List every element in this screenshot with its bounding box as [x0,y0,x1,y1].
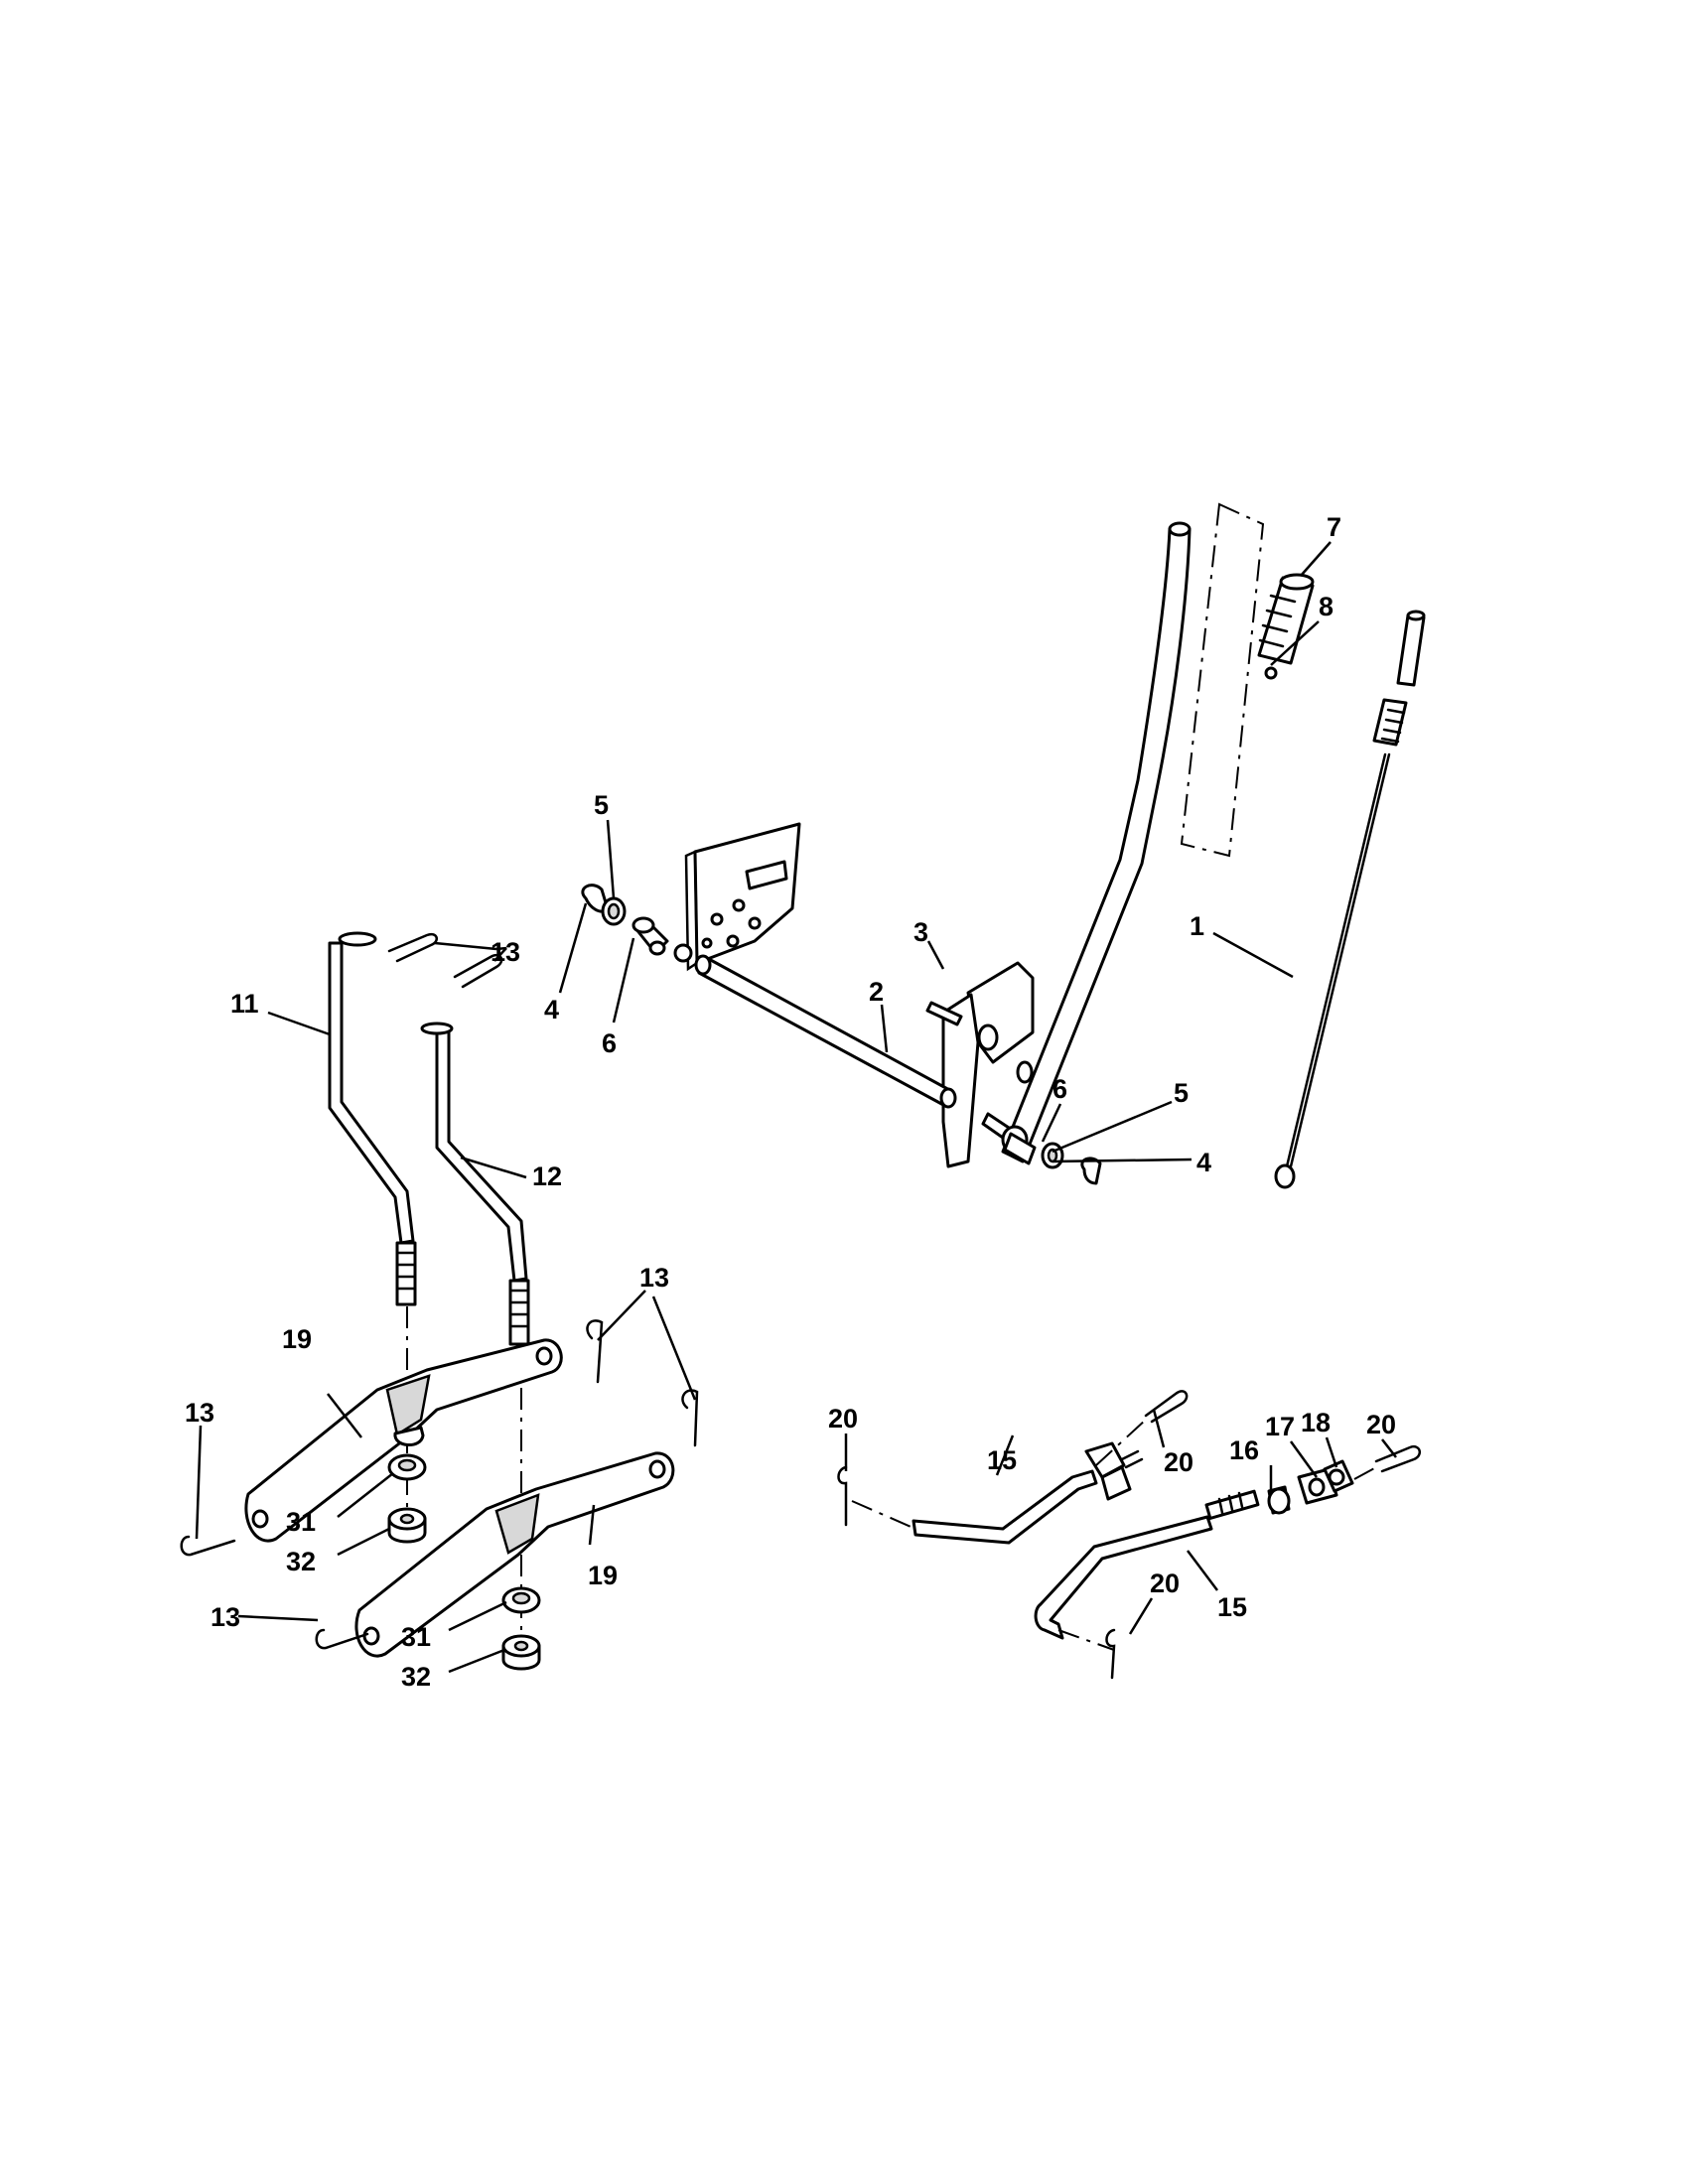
washer-nut-left [387,1453,427,1544]
mounting-plate [684,822,801,972]
lift-rod [1274,610,1426,1189]
callout-5-right: 5 [1174,1078,1189,1108]
callout-8: 8 [1319,592,1333,621]
callout-13-mid: 13 [639,1263,669,1293]
grip-outline [1180,502,1265,858]
callout-labels: 1 2 3 4 4 5 5 6 6 7 8 11 12 13 13 13 13 … [185,512,1396,1692]
alignment-line-clip [1095,1419,1147,1466]
lift-link-right [420,1022,530,1346]
callout-31-lower: 31 [401,1622,431,1652]
alignment-line-ferrule [1353,1466,1377,1480]
lift-shaft [673,943,957,1109]
callout-4-right: 4 [1196,1148,1211,1177]
handle-grip [1257,573,1315,680]
callout-11: 11 [230,989,259,1019]
callout-15-upper: 15 [987,1445,1017,1475]
callout-20-lower: 20 [1150,1569,1180,1598]
callout-12: 12 [532,1161,562,1191]
callout-20-mid: 20 [1164,1447,1193,1477]
callout-5-left: 5 [594,790,609,820]
hairpin-clips-13 [180,932,699,1650]
alignment-line-rod-upper [851,1500,916,1530]
callout-3: 3 [913,917,928,947]
callout-2: 2 [869,977,884,1007]
hairpin-clips-20 [837,1390,1422,1680]
roll-pin [925,1001,963,1026]
callout-7: 7 [1327,512,1341,542]
callout-31-upper: 31 [286,1507,316,1537]
callout-15-lower: 15 [1217,1592,1247,1622]
ferrule-hardware [1267,1459,1354,1515]
callout-13-top: 13 [491,937,520,967]
callout-32-lower: 32 [401,1662,431,1692]
callout-17: 17 [1265,1412,1295,1441]
left-shaft-hardware [581,884,669,956]
callout-20-right: 20 [1366,1410,1396,1439]
callout-1: 1 [1190,911,1204,941]
adjust-rod-upper [912,1441,1144,1545]
callout-13-bottom: 13 [210,1602,240,1632]
callout-13-left: 13 [185,1398,214,1428]
callout-6-left: 6 [602,1028,617,1058]
callout-20-left: 20 [828,1404,858,1433]
callout-19-lower: 19 [588,1561,618,1590]
lift-arm-lower [354,1451,675,1658]
washer-nut-right [501,1586,541,1671]
callout-4-left: 4 [544,995,559,1024]
adjust-rod-lower [1034,1489,1260,1640]
alignment-line-rod-lower [1057,1629,1115,1651]
callout-16: 16 [1229,1435,1259,1465]
callout-19-upper: 19 [282,1324,312,1354]
lift-arm-upper [244,1338,563,1543]
callout-18: 18 [1301,1408,1331,1437]
right-shaft-hardware [981,1112,1102,1185]
callout-32-upper: 32 [286,1547,316,1576]
leader-lines [195,541,1397,1674]
lift-link-left [328,931,417,1306]
lift-handle [941,521,1192,1168]
callout-6-right: 6 [1052,1074,1067,1104]
